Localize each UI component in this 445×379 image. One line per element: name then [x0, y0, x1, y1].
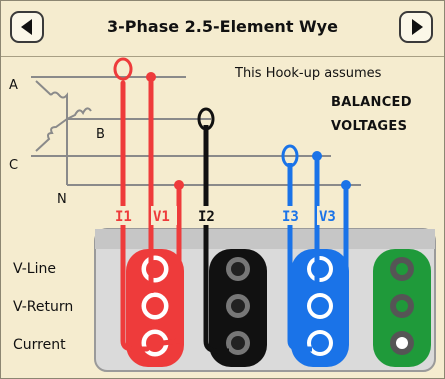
label-i2: I2 [198, 209, 215, 225]
probe-i3 [281, 144, 312, 352]
label-i3: I3 [282, 209, 299, 225]
triangle-left-icon [21, 19, 32, 35]
terminal-label-vreturn: V-Return [13, 299, 74, 315]
terminal-label-current: Current [13, 337, 66, 353]
neutral-label: N [57, 192, 67, 207]
triangle-right-icon [412, 19, 423, 35]
title-bar: 3-Phase 2.5-Element Wye [1, 1, 444, 57]
note-balanced: BALANCED [331, 95, 412, 110]
note-voltages: VOLTAGES [331, 119, 408, 134]
next-button[interactable] [399, 11, 433, 43]
phase-c-label: C [9, 158, 18, 173]
note-hookup-assumes: This Hook-up assumes [235, 66, 382, 81]
meter-lid [95, 229, 435, 249]
label-v3: V3 [319, 209, 336, 225]
phase-a-label: A [9, 78, 18, 93]
page-title: 3-Phase 2.5-Element Wye [107, 17, 338, 36]
probe-v1 [146, 72, 184, 346]
terminal-label-vline: V-Line [13, 261, 56, 277]
probe-i1 [113, 57, 150, 352]
wiring-diagram: A B C N [9, 57, 436, 372]
probe-i2 [197, 107, 229, 354]
previous-button[interactable] [10, 11, 44, 43]
label-i1: I1 [115, 209, 132, 225]
label-v1: V1 [153, 209, 170, 225]
source-wiring [31, 76, 361, 186]
phase-b-label: B [96, 127, 105, 142]
